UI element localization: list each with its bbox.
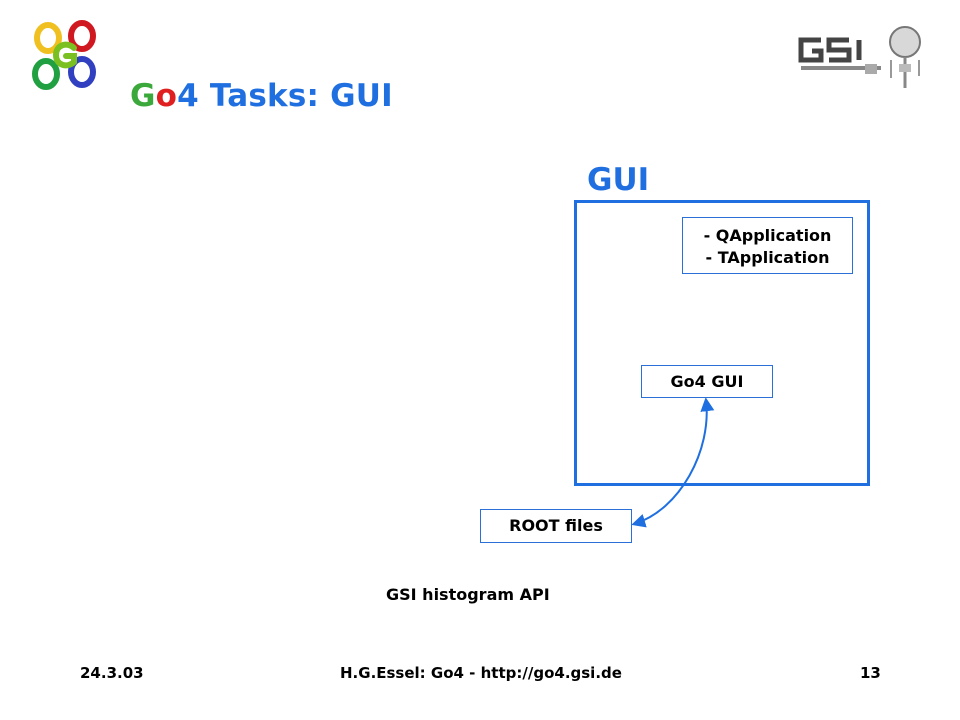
title-rest: Tasks: GUI [198, 78, 393, 114]
go4-logo-g-letter [52, 41, 77, 69]
go4-logo-ring-red [68, 20, 96, 52]
gui-frame [574, 200, 870, 486]
gsi-logo-bar [801, 66, 881, 70]
qapplication-line: - QApplication [703, 226, 832, 245]
go4-gui-box: Go4 GUI [641, 365, 773, 398]
gsi-logo-sphere [889, 26, 921, 58]
go4-logo-ring-blue [68, 56, 96, 88]
slide-title: Go4 Tasks: GUI [130, 78, 393, 114]
footer-page-number: 13 [860, 664, 881, 682]
title-letter-o: o [155, 78, 178, 114]
footer-date: 24.3.03 [80, 664, 144, 682]
gsi-histogram-api-caption: GSI histogram API [386, 585, 550, 604]
gui-frame-label: GUI [587, 162, 650, 198]
tapplication-line: - TApplication [705, 248, 830, 267]
title-letter-g: G [130, 78, 156, 114]
gsi-logo-lettering [798, 37, 862, 63]
go4-logo-icon [32, 20, 96, 90]
title-letter-4: 4 [177, 78, 199, 114]
qapplication-box: - QApplication - TApplication [682, 217, 853, 274]
go4-logo-ring-green [32, 58, 60, 90]
root-files-box: ROOT files [480, 509, 632, 543]
footer-author: H.G.Essel: Go4 - http://go4.gsi.de [340, 664, 622, 682]
gsi-logo-icon [798, 26, 921, 88]
go4-logo-ring-yellow [34, 22, 62, 54]
